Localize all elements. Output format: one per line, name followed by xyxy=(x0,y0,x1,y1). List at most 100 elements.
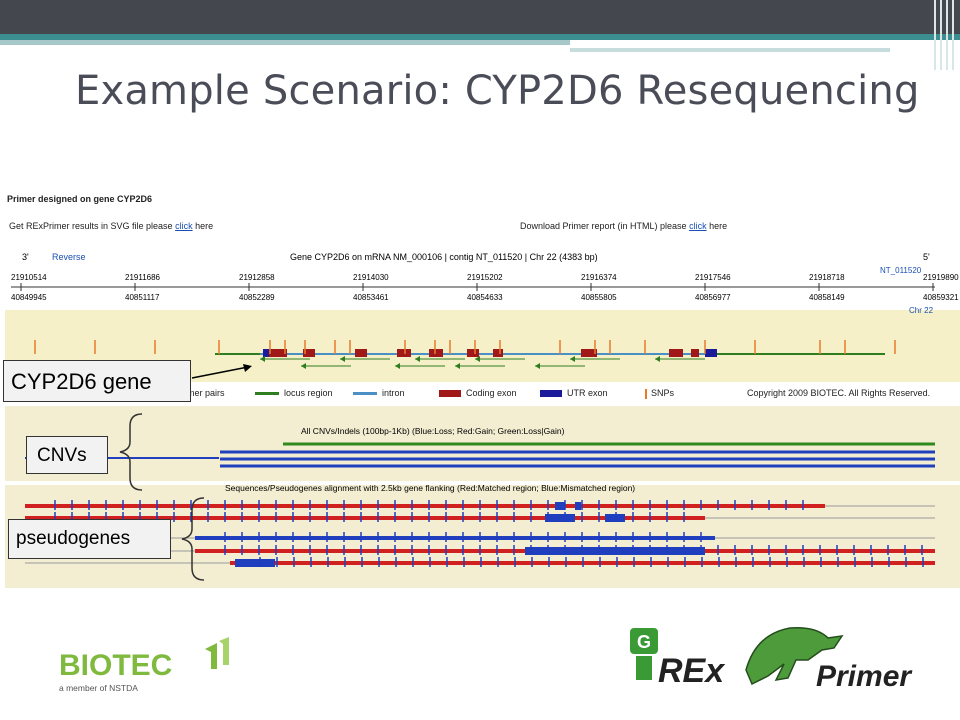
coding-exon xyxy=(581,349,597,357)
legend-coding-exon: Coding exon xyxy=(439,388,517,398)
svg-text:G: G xyxy=(637,632,651,652)
primer-arrow xyxy=(570,356,575,362)
html-download-link[interactable]: click xyxy=(689,221,707,231)
primer-arrow xyxy=(301,363,306,369)
snp-swatch xyxy=(645,388,647,399)
primer-arrow xyxy=(260,356,265,362)
biotec-logo-subtitle: a member of NSTDA xyxy=(59,683,138,693)
pseudogene-brace xyxy=(181,497,205,581)
screenshot-header: Primer designed on gene CYP2D6 Get RExPr… xyxy=(5,186,960,240)
primer-arrow xyxy=(655,356,660,362)
svg-download-link[interactable]: click xyxy=(175,221,193,231)
html-download-line: Download Primer report (in HTML) please … xyxy=(520,221,727,231)
utr-exon xyxy=(263,349,269,357)
biotec-logo-mark xyxy=(205,643,217,669)
coding-exon-swatch xyxy=(439,390,461,398)
rexprimer-badge xyxy=(630,628,658,654)
strand-left-label: 3' xyxy=(22,252,29,262)
separator xyxy=(5,481,960,485)
coding-exon xyxy=(691,349,699,357)
primer-header-title: Primer designed on gene CYP2D6 xyxy=(7,194,153,204)
intron-swatch xyxy=(353,392,377,396)
ruler-bottom-label: 40849945 xyxy=(11,293,47,302)
strand-direction-label: Reverse xyxy=(52,252,86,262)
legend-locus-region: locus region xyxy=(255,388,333,398)
html-download-text: Download Primer report (in HTML) please xyxy=(520,221,687,231)
copyright-text: Copyright 2009 BIOTEC. All Rights Reserv… xyxy=(747,388,931,398)
ruler: 21910514 40849945 21911686 40851117 21912858… xyxy=(11,273,959,302)
accent-stripe xyxy=(0,34,960,40)
ruler-bottom-label: 40853461 xyxy=(353,293,389,302)
coding-exon xyxy=(669,349,683,357)
mismatch-region xyxy=(575,502,581,510)
biotec-logo-text: BIOTEC xyxy=(59,649,172,682)
ruler-top-label: 21912858 xyxy=(239,273,275,282)
ruler-bottom-label: 40855805 xyxy=(581,293,617,302)
mismatch-region xyxy=(555,502,565,510)
ruler-bottom-label: 40859321 xyxy=(923,293,959,302)
primer-arrow xyxy=(395,363,400,369)
strand-right-label: 5' xyxy=(923,252,930,262)
decorative-lines xyxy=(930,0,960,70)
ruler-bottom-label: 40851117 xyxy=(125,293,160,302)
cnv-title: All CNVs/Indels (100bp-1Kb) (Blue:Loss; … xyxy=(301,426,565,436)
dinosaur-mascot-icon xyxy=(745,626,844,686)
cnv-tracks xyxy=(25,442,935,468)
utr-exon-swatch xyxy=(540,390,562,398)
ruler-top-label: 21916374 xyxy=(581,273,617,282)
pseudogene-title: Sequences/Pseudogenes alignment with 2.5… xyxy=(225,483,635,493)
html-download-suffix: here xyxy=(709,221,728,231)
coding-exon xyxy=(493,349,503,357)
rexprimer-logo: G REx Primer xyxy=(630,626,913,693)
cnv-brace xyxy=(119,413,143,491)
ruler-top-label: 21915202 xyxy=(467,273,503,282)
rexprimer-logo-left: REx xyxy=(658,652,726,690)
legend-utr-exon: UTR exon xyxy=(540,388,608,398)
coding-exon xyxy=(467,349,479,357)
coding-exon xyxy=(429,349,443,357)
ruler-bottom-label: 40858149 xyxy=(809,293,845,302)
ruler-top-label: 21911686 xyxy=(125,273,161,282)
coding-exon xyxy=(303,349,315,357)
utr-exon xyxy=(705,349,717,357)
coding-exon xyxy=(355,349,367,357)
biotec-logo: BIOTEC a member of NSTDA xyxy=(59,637,229,693)
ruler-top-label: 21914030 xyxy=(353,273,389,282)
primer-arrow xyxy=(415,356,420,362)
ruler-top-label: 21919890 xyxy=(923,273,959,282)
coding-exon xyxy=(397,349,411,357)
legend-primer-pairs: mer pairs xyxy=(187,388,225,398)
coding-exon xyxy=(277,349,287,357)
mismatch-region xyxy=(525,547,705,555)
ruler-bottom-label: 40856977 xyxy=(695,293,731,302)
pseudogene-tracks xyxy=(25,500,935,567)
ruler-top-label: 21918718 xyxy=(809,273,845,282)
primer-arrow xyxy=(475,356,480,362)
legend-snps: SNPs xyxy=(645,388,674,399)
callout-cnvs: CNVs xyxy=(26,436,108,474)
legend-intron: intron xyxy=(353,388,405,398)
primer-arrow xyxy=(535,363,540,369)
rexprimer-logo-right: Primer xyxy=(816,660,913,693)
locus-swatch xyxy=(255,392,279,396)
cnv-pseudogene-view: All CNVs/Indels (100bp-1Kb) (Blue:Loss; … xyxy=(5,406,960,588)
svg-download-text: Get RExPrimer results in SVG file please xyxy=(9,221,173,231)
primer-arrow xyxy=(340,356,345,362)
mismatch-region xyxy=(545,514,575,522)
callout-pseudogenes: pseudogenes xyxy=(8,519,171,559)
contig-label: NT_011520 xyxy=(880,266,922,275)
svg-download-line: Get RExPrimer results in SVG file please… xyxy=(9,221,213,231)
gene-info-label: Gene CYP2D6 on mRNA NM_000106 | contig N… xyxy=(290,252,598,262)
gene-track xyxy=(34,340,896,369)
accent-stripe-right xyxy=(570,48,890,52)
svg-download-suffix: here xyxy=(195,221,214,231)
chromosome-label: Chr 22 xyxy=(909,306,934,315)
ruler-top-label: 21910514 xyxy=(11,273,47,282)
primer-arrow xyxy=(455,363,460,369)
callout-gene-arrow xyxy=(191,364,252,379)
ruler-top-label: 21917546 xyxy=(695,273,731,282)
top-bar xyxy=(0,0,960,34)
callout-gene: CYP2D6 gene xyxy=(3,360,191,402)
accent-stripe-light xyxy=(0,40,570,45)
ruler-bottom-label: 40854633 xyxy=(467,293,503,302)
